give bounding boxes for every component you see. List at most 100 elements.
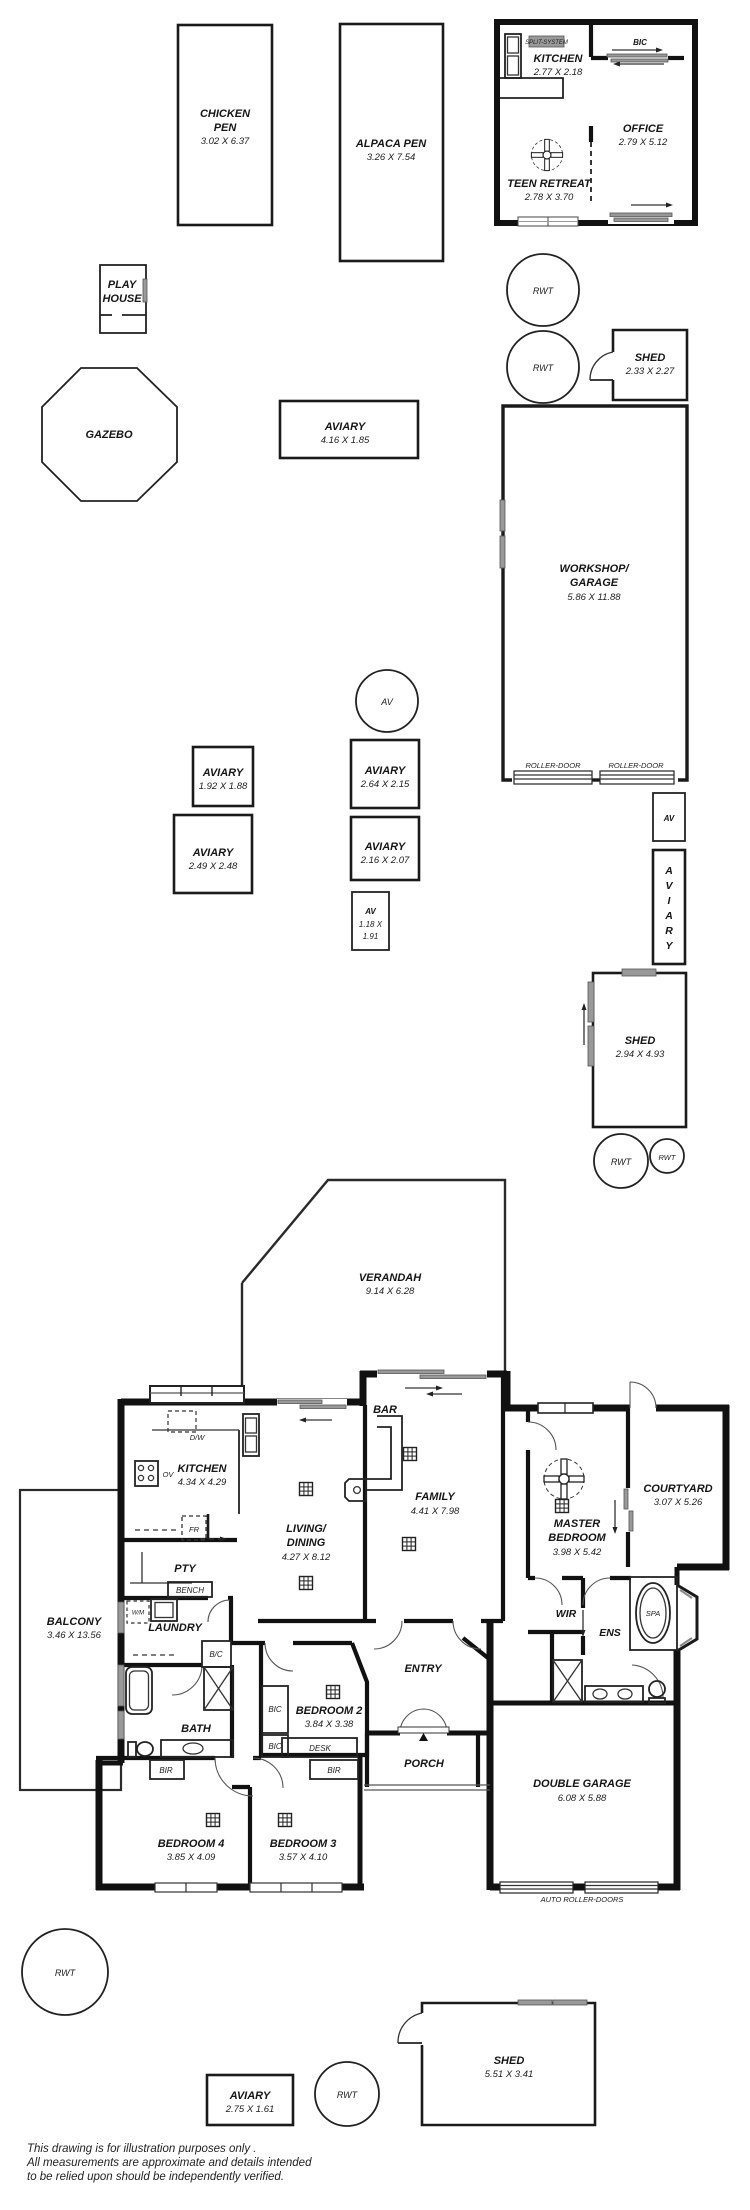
svg-text:4.34 X 4.29: 4.34 X 4.29 xyxy=(178,1477,227,1488)
bedroom2-label: BEDROOM 2 xyxy=(296,1705,363,1717)
porch-area xyxy=(364,1726,490,1791)
disclaimer-line1: This drawing is for illustration purpose… xyxy=(27,2143,256,2155)
svg-text:RWT: RWT xyxy=(533,286,555,296)
chicken-pen-label: CHICKEN xyxy=(200,108,251,120)
svg-text:3.07 X 5.26: 3.07 X 5.26 xyxy=(654,1497,703,1508)
rwt-tank xyxy=(506,253,580,327)
rwt-tank xyxy=(593,1133,649,1189)
svg-text:4.41 X 7.98: 4.41 X 7.98 xyxy=(411,1506,460,1517)
sliding-door xyxy=(277,1399,323,1404)
av-circle xyxy=(355,669,419,733)
svg-text:RWT: RWT xyxy=(337,2090,359,2100)
chicken-pen-dims: 3.02 X 6.37 xyxy=(201,136,250,147)
verandah-outline xyxy=(240,1178,507,1400)
gf-office-label: OFFICE xyxy=(623,123,664,135)
garage-doors xyxy=(499,1881,659,1894)
master-label: MASTER xyxy=(554,1518,601,1530)
bar-counter xyxy=(367,1415,403,1491)
kitchen-label: KITCHEN xyxy=(178,1463,228,1475)
auto-roller-doors-label: AUTO ROLLER-DOORS xyxy=(540,1895,624,1904)
sliding-door xyxy=(587,981,595,1023)
wm-label: W/M xyxy=(132,1611,144,1617)
svg-text:5.51 X 3.41: 5.51 X 3.41 xyxy=(485,2069,534,2080)
svg-text:V: V xyxy=(665,880,673,892)
door-arc xyxy=(589,351,614,381)
window xyxy=(517,1999,553,2006)
svg-text:2.49 X 2.48: 2.49 X 2.48 xyxy=(188,861,238,872)
auto-roller-door xyxy=(584,1881,659,1894)
svg-text:SHED: SHED xyxy=(494,2055,525,2067)
svg-text:DINING: DINING xyxy=(287,1537,326,1549)
desk-label: DESK xyxy=(309,1744,331,1753)
split-system-unit xyxy=(528,35,565,48)
vent-icon xyxy=(205,1812,221,1828)
kitchen-counter xyxy=(500,77,564,99)
svg-text:4.27 X 8.12: 4.27 X 8.12 xyxy=(282,1552,331,1563)
svg-text:AV: AV xyxy=(364,907,376,916)
svg-text:AVIARY: AVIARY xyxy=(202,767,245,779)
roller-door-right xyxy=(599,770,675,785)
porch-label: PORCH xyxy=(404,1758,445,1770)
svg-text:2.33 X 2.27: 2.33 X 2.27 xyxy=(625,366,675,377)
aviary-vertical xyxy=(651,848,687,966)
aviary-main-label: AVIARY xyxy=(324,421,367,433)
gf-bic-label: BIC xyxy=(633,38,647,47)
bedroom3-label: BEDROOM 3 xyxy=(270,1838,337,1850)
gazebo-label: GAZEBO xyxy=(85,429,133,441)
disclaimer: This drawing is for illustration purpose… xyxy=(26,2143,312,2183)
dishwasher xyxy=(167,1410,197,1433)
svg-text:2.77 X 2.18: 2.77 X 2.18 xyxy=(533,67,583,78)
toilet xyxy=(127,1741,137,1758)
svg-text:2.64 X 2.15: 2.64 X 2.15 xyxy=(360,779,410,790)
vent-icon xyxy=(325,1684,341,1700)
vent-icon xyxy=(554,1498,570,1514)
courtyard-door xyxy=(629,1381,657,1409)
garage-label: DOUBLE GARAGE xyxy=(533,1778,631,1790)
workshop-label: WORKSHOP/ xyxy=(559,563,630,575)
svg-text:6.08 X 5.88: 6.08 X 5.88 xyxy=(558,1793,607,1804)
arrow-left xyxy=(299,1417,306,1423)
svg-text:A: A xyxy=(664,910,673,922)
disclaimer-line2: All measurements are approximate and det… xyxy=(26,2157,312,2169)
play-house-label: PLAY xyxy=(108,279,138,291)
svg-text:BEDROOM: BEDROOM xyxy=(548,1532,606,1544)
shower xyxy=(203,1666,234,1711)
house-labels: BAR KITCHEN 4.34 X 4.29 D/W OV FR PTY BE… xyxy=(132,1404,713,1904)
arrow-right xyxy=(666,202,673,208)
roller-door-left xyxy=(513,770,593,785)
sliding-door xyxy=(609,212,673,217)
granny-flat-outline xyxy=(494,19,698,226)
rwt-tank xyxy=(649,1138,685,1174)
gazebo-outline xyxy=(41,367,178,502)
svg-text:RWT: RWT xyxy=(533,363,555,373)
svg-text:PEN: PEN xyxy=(214,122,238,134)
svg-text:RWT: RWT xyxy=(611,1157,633,1167)
rwt-tank xyxy=(314,2061,380,2127)
built-in-robe xyxy=(309,1759,359,1780)
svg-text:AV: AV xyxy=(380,697,394,707)
house-fixtures xyxy=(125,1410,678,1828)
entry-label: ENTRY xyxy=(404,1663,443,1675)
arrow-left xyxy=(613,61,620,67)
svg-text:AVIARY: AVIARY xyxy=(364,841,407,853)
bench-label: BENCH xyxy=(176,1586,204,1595)
arrow-right xyxy=(220,1536,227,1542)
spa-tub xyxy=(635,1582,671,1644)
entry-marker xyxy=(419,1733,428,1741)
svg-text:HOUSE: HOUSE xyxy=(102,293,142,305)
vent-icon xyxy=(402,1446,418,1462)
svg-text:RWT: RWT xyxy=(659,1153,677,1162)
arrow-right xyxy=(656,47,663,53)
washing-machine xyxy=(126,1600,150,1624)
shed-bottom: SHED 5.51 X 3.41 xyxy=(397,1999,597,2127)
svg-text:A: A xyxy=(664,865,673,877)
bic-label: BIC xyxy=(268,1705,282,1714)
window xyxy=(149,1385,245,1404)
vanity xyxy=(160,1739,234,1758)
window xyxy=(249,1882,343,1893)
door xyxy=(142,278,148,303)
oven xyxy=(134,1460,159,1487)
arrow-down xyxy=(612,1527,618,1534)
